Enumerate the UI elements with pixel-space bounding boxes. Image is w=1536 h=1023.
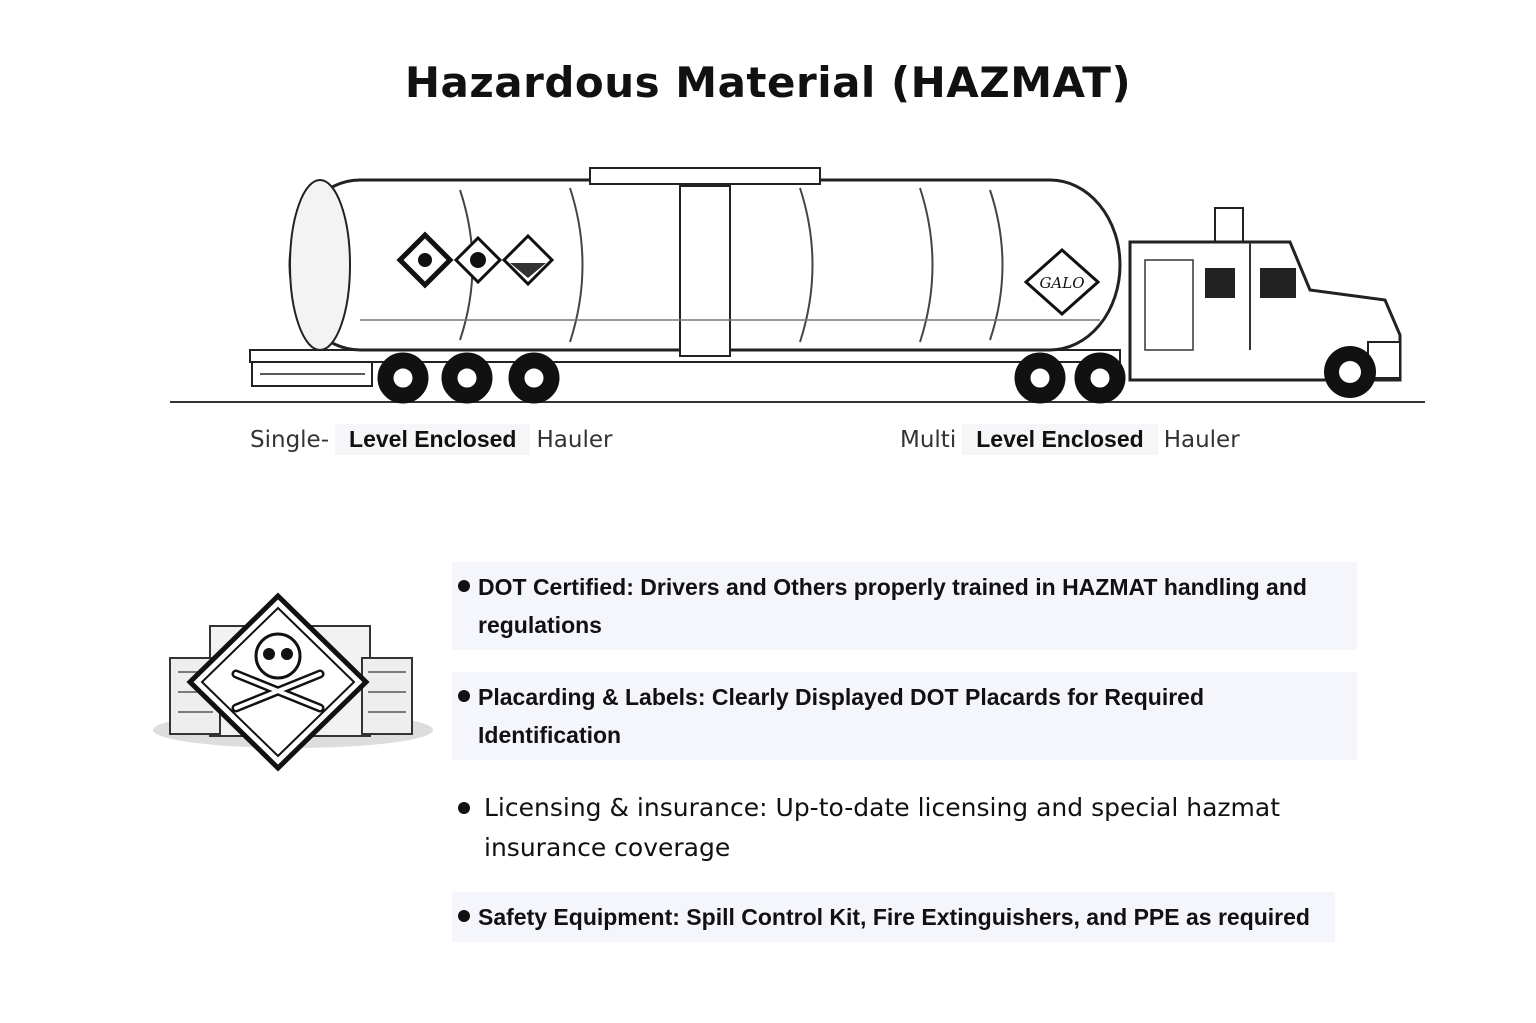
tanker-truck-icon: GALO xyxy=(170,167,1425,404)
hauler-label-suffix: Hauler xyxy=(1163,426,1240,453)
hauler-label-prefix: Multi xyxy=(900,426,957,453)
bullet-icon xyxy=(458,690,470,702)
list-item: Safety Equipment: Spill Control Kit, Fir… xyxy=(452,892,1335,942)
bullet-icon xyxy=(458,910,470,922)
hauler-label-single: Single- Level Enclosed Hauler xyxy=(250,424,612,455)
hauler-label-prefix: Single- xyxy=(250,426,330,453)
page-title: Hazardous Material (HAZMAT) xyxy=(404,58,1132,107)
list-item: Placarding & Labels: Clearly Displayed D… xyxy=(452,672,1357,760)
hauler-label-multi: Multi Level Enclosed Hauler xyxy=(900,424,1240,455)
list-item-text: DOT Certified: Drivers and Others proper… xyxy=(478,574,1307,638)
list-item: DOT Certified: Drivers and Others proper… xyxy=(452,562,1357,650)
hauler-label-middle: Level Enclosed xyxy=(962,424,1158,455)
skull-crossbones-icon xyxy=(153,592,433,772)
list-item-text: Safety Equipment: Spill Control Kit, Fir… xyxy=(478,904,1310,930)
feature-list: DOT Certified: Drivers and Others proper… xyxy=(452,562,1357,964)
diamond-placard-icon xyxy=(396,231,555,289)
tanker-logo-text: GALO xyxy=(1039,274,1084,292)
list-item-text: Licensing & insurance: Up-to-date licens… xyxy=(484,793,1281,862)
bullet-icon xyxy=(458,580,470,592)
tanker-logo-placard: GALO xyxy=(1023,247,1101,317)
hauler-label-suffix: Hauler xyxy=(536,426,613,453)
list-item: Licensing & insurance: Up-to-date licens… xyxy=(452,782,1357,874)
bullet-icon xyxy=(458,802,470,814)
hauler-label-middle: Level Enclosed xyxy=(335,424,531,455)
list-item-text: Placarding & Labels: Clearly Displayed D… xyxy=(478,684,1205,748)
